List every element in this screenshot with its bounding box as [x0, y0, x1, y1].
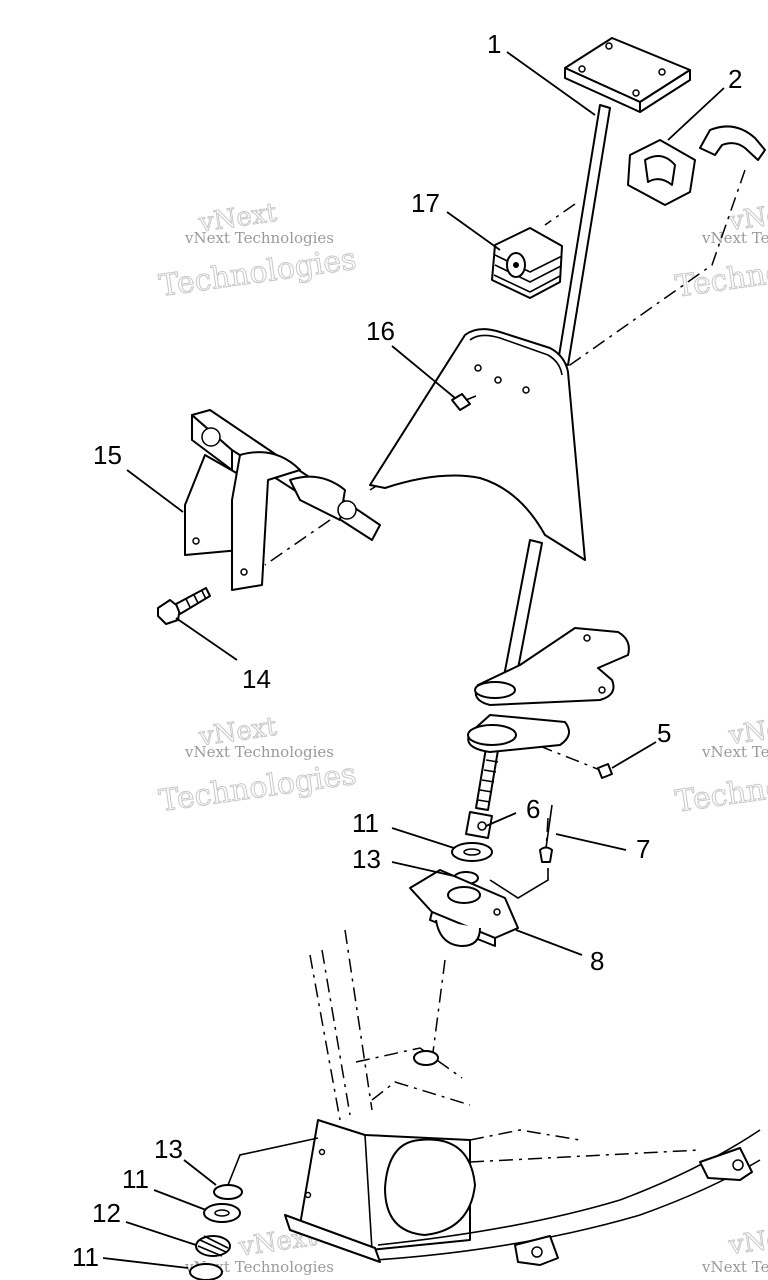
callout-11-lower: 11 [72, 1242, 99, 1272]
callout-13-lower: 13 [154, 1134, 183, 1164]
watermark-text: Technologies [157, 242, 358, 304]
watermark-mid-right: vNext vNext Technologies Technologies [673, 710, 768, 820]
watermark-text: Technologies [673, 242, 768, 304]
callout-8: 8 [590, 946, 604, 976]
steering-post [465, 37, 691, 839]
callout-15: 15 [93, 440, 122, 470]
watermark-text: Technologies [157, 757, 358, 819]
watermark-top-left: vNext vNext Technologies Technologies [157, 197, 359, 304]
steering-arm-bracket [467, 627, 630, 753]
callout-16: 16 [366, 316, 395, 346]
bushing-clamp [627, 125, 766, 206]
callout-17: 17 [411, 188, 440, 218]
watermark-text: vNext Technologies [701, 1258, 768, 1276]
lower-bearing-stack [189, 1137, 319, 1280]
watermark-text: vNext Technologies [701, 743, 768, 761]
mounting-bracket [184, 409, 381, 591]
callout-7: 7 [636, 834, 650, 864]
callout-12: 12 [92, 1198, 121, 1228]
callout-11-upper: 11 [352, 808, 379, 838]
watermark-text: vNext Technologies [184, 229, 334, 247]
steering-housing [369, 328, 586, 561]
callout-11-middle: 11 [122, 1164, 149, 1194]
watermark-text: vNext Technologies [184, 743, 334, 761]
small-screw [451, 393, 477, 411]
callout-5: 5 [657, 718, 671, 748]
callout-labels: 1 2 17 16 15 14 5 6 11 7 13 8 13 11 12 1… [72, 29, 742, 1272]
chassis-frame [284, 929, 761, 1266]
small-fastener [597, 763, 613, 779]
callout-6: 6 [526, 794, 540, 824]
watermark-top-right: vNext vNext Technologies Technologies [673, 196, 768, 305]
callout-14: 14 [242, 664, 271, 694]
cotter-pin [539, 804, 553, 863]
watermark-text: vNext Technologies [701, 229, 768, 247]
rubber-bumper [491, 227, 563, 299]
callout-1: 1 [487, 29, 501, 59]
watermark-text: vNext [726, 1220, 768, 1261]
pitman-arm-plate [409, 868, 549, 947]
leader-lines [102, 51, 725, 1269]
watermark-text: Technologies [673, 757, 768, 819]
watermark-mid-left: vNext vNext Technologies Technologies [157, 711, 359, 819]
callout-13-upper: 13 [352, 844, 381, 874]
watermark-bottom-right: vNext vNext Technologies [701, 1220, 768, 1276]
callout-2: 2 [728, 64, 742, 94]
upper-washers [451, 842, 493, 885]
hex-bolt [157, 587, 211, 625]
